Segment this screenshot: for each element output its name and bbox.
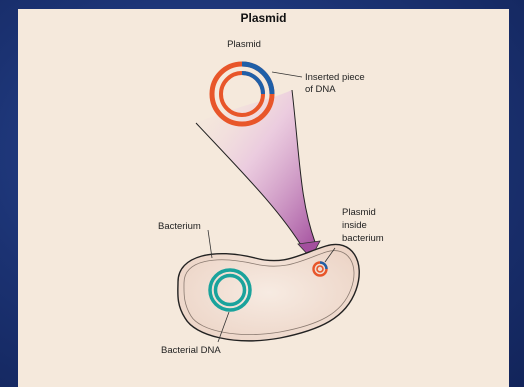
- bacterium-label: Bacterium: [158, 221, 201, 232]
- plasmid-label: Plasmid: [227, 39, 261, 50]
- inserted-piece-label-line2: of DNA: [305, 84, 336, 95]
- plasmid-inside-label-line3: bacterium: [342, 233, 384, 244]
- plasmid-inside-label-line2: inside: [342, 220, 367, 231]
- plasmid-inside-label-line1: Plasmid: [342, 207, 376, 218]
- bacterium-cell: [178, 244, 359, 340]
- plasmid-ring: [212, 64, 272, 124]
- bacterial-dna-label: Bacterial DNA: [161, 345, 221, 356]
- inserted-piece-label-line1: Inserted piece: [305, 72, 365, 83]
- transfer-arrow: [196, 90, 320, 258]
